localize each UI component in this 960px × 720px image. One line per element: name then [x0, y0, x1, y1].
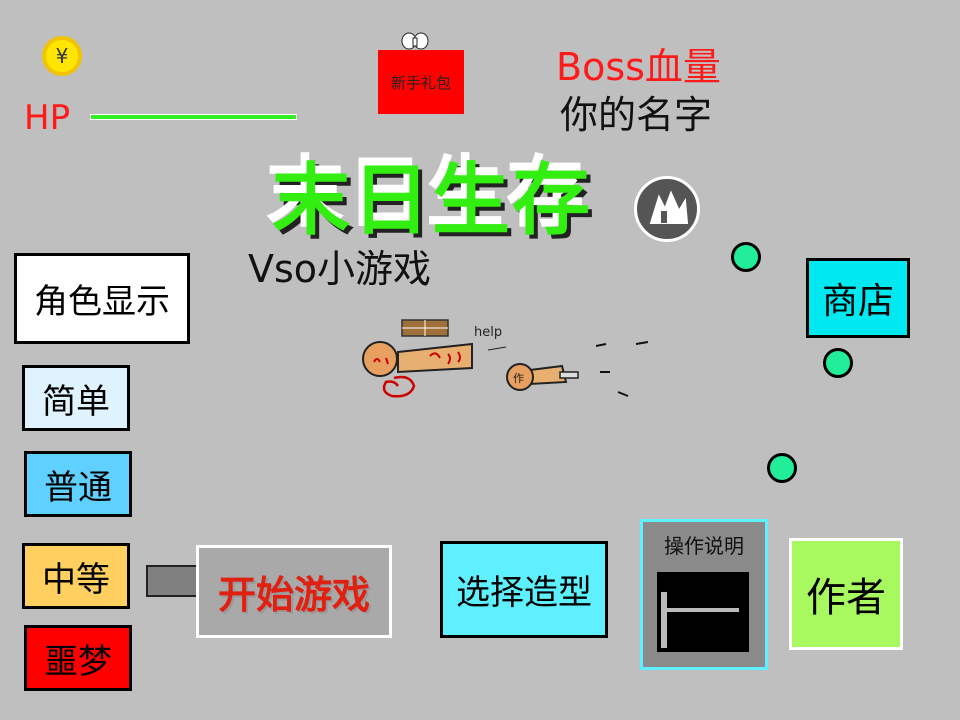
difficulty-easy-button[interactable]: 简单	[22, 365, 130, 431]
enemy-label: 作	[513, 372, 524, 385]
start-game-button[interactable]: 开始游戏	[196, 545, 392, 638]
player-head	[362, 341, 398, 377]
game-subtitle: Vso小游戏	[248, 247, 432, 291]
help-speech-text: help	[474, 325, 503, 340]
difficulty-pointer	[146, 565, 200, 597]
game-title: 末日生存	[272, 156, 593, 246]
player-body	[397, 342, 473, 374]
author-button[interactable]: 作者	[789, 538, 903, 650]
instructions-button[interactable]: 操作说明	[640, 519, 768, 670]
blood-splat	[382, 375, 416, 398]
hp-bar	[90, 114, 297, 120]
player-name: 你的名字	[560, 93, 713, 137]
instructions-preview	[657, 572, 749, 652]
starter-gift-label: 新手礼包	[390, 73, 451, 92]
difficulty-nightmare-button[interactable]: 噩梦	[24, 625, 132, 691]
orb-pickup	[767, 453, 797, 483]
difficulty-medium-button[interactable]: 中等	[22, 543, 130, 609]
starter-gift-button[interactable]: 新手礼包	[378, 32, 464, 114]
choose-outfit-button[interactable]: 选择造型	[440, 541, 608, 638]
gift-bow-icon	[400, 30, 430, 56]
shop-button[interactable]: 商店	[806, 258, 910, 338]
boss-hp-label: Boss血量	[556, 45, 721, 89]
coin-icon: ¥	[42, 36, 82, 76]
orb-pickup	[823, 348, 853, 378]
hp-label: HP	[24, 98, 71, 138]
character-display-button[interactable]: 角色显示	[14, 253, 190, 344]
mountain-logo-icon	[634, 176, 700, 242]
orb-pickup	[731, 242, 761, 272]
enemy-head	[506, 363, 534, 391]
difficulty-normal-button[interactable]: 普通	[24, 451, 132, 517]
scene-illustration	[362, 319, 649, 398]
instructions-label: 操作说明	[664, 534, 744, 558]
